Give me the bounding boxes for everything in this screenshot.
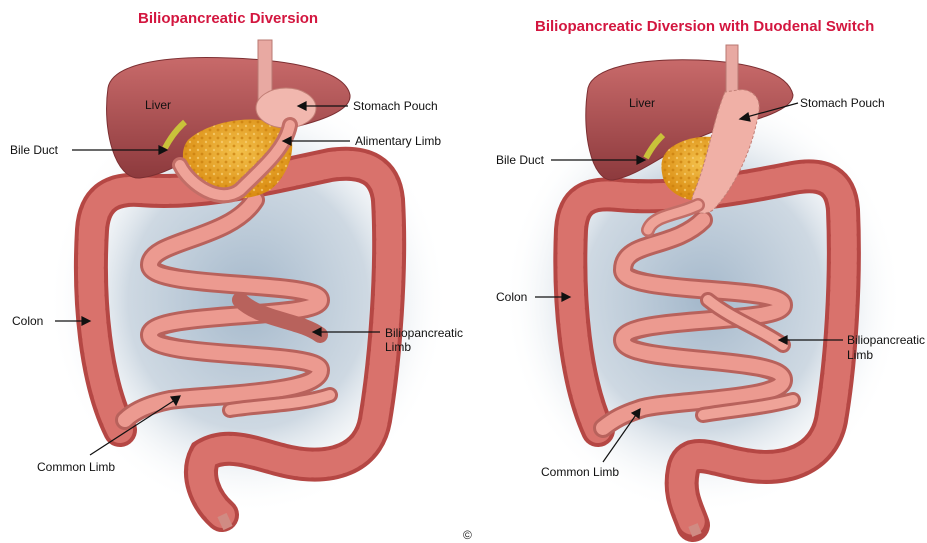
label-colon: Colon (12, 314, 43, 328)
right-diagram-panel: Biliopancreatic Diversion with Duodenal … (463, 0, 927, 543)
left-diagram-panel: Biliopancreatic Diversion Liver Stomach … (0, 0, 463, 543)
label-biliopancreatic-limb-line1: Biliopancreatic (847, 333, 925, 347)
duodenal-switch-illustration (463, 0, 927, 543)
esophagus-illustration (726, 45, 738, 95)
label-biliopancreatic-limb-line2: Limb (847, 348, 873, 362)
label-colon: Colon (496, 290, 527, 304)
label-alimentary-limb: Alimentary Limb (355, 134, 441, 148)
label-biliopancreatic-limb-line2: Limb (385, 340, 411, 354)
left-diagram-title: Biliopancreatic Diversion (138, 10, 318, 27)
label-bile-duct: Bile Duct (496, 153, 544, 167)
label-common-limb: Common Limb (37, 460, 115, 474)
copyright-symbol: © (463, 528, 472, 542)
label-bile-duct: Bile Duct (10, 143, 58, 157)
right-diagram-title: Biliopancreatic Diversion with Duodenal … (535, 18, 874, 35)
label-stomach-pouch: Stomach Pouch (353, 99, 438, 113)
label-biliopancreatic-limb-line1: Biliopancreatic (385, 326, 463, 340)
label-liver: Liver (145, 98, 171, 112)
label-common-limb: Common Limb (541, 465, 619, 479)
label-stomach-pouch: Stomach Pouch (800, 96, 885, 110)
label-liver: Liver (629, 96, 655, 110)
